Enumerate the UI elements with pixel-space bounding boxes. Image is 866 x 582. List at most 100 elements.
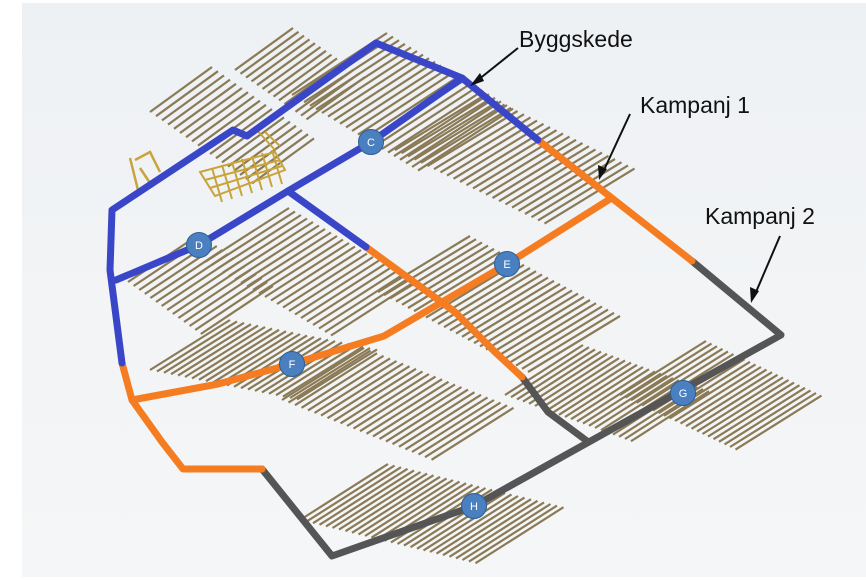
deposition-tunnel-line (517, 154, 610, 212)
deposition-tunnel-line (177, 324, 259, 377)
deposition-tunnel-line (474, 506, 565, 565)
deposition-tunnel-line (364, 479, 454, 537)
deposition-tunnel-line (455, 501, 545, 560)
deposition-tunnel-line (718, 386, 806, 443)
deposition-tunnel-line (264, 242, 350, 298)
deposition-tunnel-line (331, 471, 422, 529)
deposition-tunnel-line (149, 319, 231, 371)
deposition-tunnel-line (363, 75, 460, 140)
deposition-tunnel-line (509, 305, 603, 364)
deposition-tunnel-line (422, 493, 513, 552)
deposition-tunnel-line (370, 480, 461, 539)
deposition-tunnel-line (351, 68, 448, 132)
deposition-tunnel-line (191, 327, 273, 380)
central-area (128, 127, 287, 203)
deposition-tunnel-line (530, 161, 623, 219)
deposition-tunnel-line (461, 503, 552, 561)
deposition-tunnel-line (668, 363, 757, 420)
deposition-tunnel-line (391, 391, 476, 446)
marker-h: H (461, 493, 487, 519)
deposition-tunnel-line (173, 82, 237, 130)
deposition-tunnel-line (383, 238, 477, 297)
deposition-tunnel-line (239, 30, 300, 75)
deposition-tunnel-line (357, 71, 454, 136)
label-campaign-2: Kampanj 2 (705, 203, 815, 229)
deposition-tunnel-line (399, 96, 496, 161)
label-campaign-1: Kampanj 1 (640, 92, 750, 118)
deposition-tunnel-line (478, 135, 571, 193)
deposition-tunnel-line (320, 362, 404, 417)
deposition-tunnel-line (729, 392, 817, 448)
deposition-tunnel-line (205, 330, 287, 383)
deposition-tunnel-line (357, 477, 448, 536)
deposition-tunnel-line (674, 366, 762, 422)
deposition-tunnel-line (696, 376, 784, 433)
deposition-tunnel-line (351, 475, 441, 534)
deposition-tunnel-line (442, 498, 532, 557)
deposition-tunnel-line (318, 467, 409, 526)
deposition-tunnel-line (167, 78, 231, 126)
deposition-tunnel-line (339, 60, 436, 125)
deposition-tunnel-line (234, 27, 294, 71)
deposition-tunnel-line (324, 277, 410, 333)
deposition-tunnel-line (338, 472, 428, 531)
deposition-tunnel-line (267, 49, 327, 94)
deposition-tunnel-line (430, 406, 515, 461)
deposition-tunnel-line (594, 377, 674, 429)
deposition-tunnel-line (657, 358, 746, 415)
arrow-construction (477, 47, 519, 81)
deposition-tunnel-line (417, 401, 502, 456)
deposition-tunnel-line (275, 344, 357, 397)
deposition-tunnel-line (300, 354, 385, 409)
deposition-tunnel-line (527, 315, 621, 373)
deposition-tunnel-line (679, 368, 768, 425)
deposition-tunnel-line (246, 231, 332, 288)
deposition-tunnel-line (417, 107, 514, 172)
arrow-campaign-1 (603, 113, 631, 171)
deposition-tunnel-line (327, 53, 424, 118)
deposition-tunnel-line (435, 496, 526, 555)
deposition-tunnel-line (306, 266, 392, 323)
deposition-tunnel-line (272, 53, 333, 98)
deposition-tunnel-line (468, 504, 558, 563)
deposition-tunnel-line (734, 394, 823, 451)
deposition-tunnel-line (473, 286, 567, 345)
campaign-1-tunnels (118, 136, 696, 473)
deposition-tunnel-line (233, 124, 297, 172)
deposition-tunnel-line (344, 474, 435, 533)
deposition-tunnel-line (281, 347, 365, 401)
deposition-tunnel-line (222, 217, 308, 274)
deposition-tunnel-line (690, 373, 779, 430)
deposition-tunnel-line (258, 238, 344, 295)
deposition-tunnel-line (321, 50, 418, 114)
deposition-tunnel-line (307, 357, 391, 412)
deposition-tunnel-line (287, 349, 372, 404)
deposition-tunnel-line (149, 66, 213, 113)
deposition-tunnel-line (385, 388, 469, 443)
deposition-tunnel-line (318, 273, 404, 330)
deposition-tunnel-line (546, 359, 626, 412)
deposition-tunnel-line (198, 328, 280, 381)
deposition-tunnel-line (543, 167, 636, 225)
deposition-tunnel-line (420, 106, 512, 164)
deposition-tunnel-line (461, 279, 555, 338)
deposition-tunnel-line (426, 110, 519, 167)
deposition-tunnel-line (156, 320, 238, 373)
deposition-tunnel-line (352, 375, 437, 430)
deposition-tunnel-line (389, 241, 483, 300)
deposition-tunnel-line (234, 224, 320, 281)
deposition-tunnel-line (282, 252, 368, 309)
deposition-tunnel-line (339, 370, 424, 425)
deposition-tunnel-line (377, 235, 471, 293)
marker-c: C (358, 129, 384, 155)
arrow-campaign-2 (755, 235, 781, 293)
deposition-tunnel-line (407, 100, 499, 158)
deposition-tunnel-line (303, 39, 400, 104)
deposition-tunnel-line (619, 340, 707, 396)
deposition-tunnel-line (219, 333, 301, 385)
deposition-tunnel-line (261, 46, 322, 90)
deposition-tunnel-line (276, 249, 362, 305)
deposition-tunnel-line (289, 347, 371, 399)
deposition-tunnel-line (300, 263, 386, 319)
deposition-tunnel-line (312, 466, 402, 525)
